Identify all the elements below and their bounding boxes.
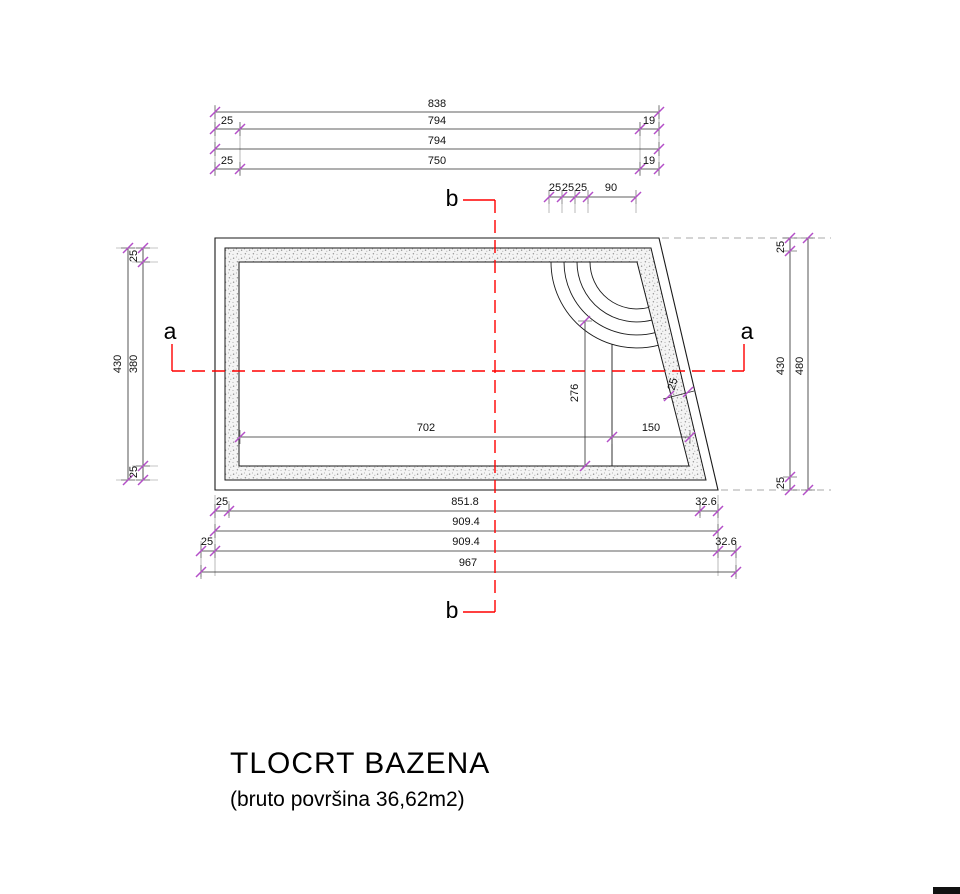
title-block: TLOCRT BAZENA (bruto površina 36,62m2) [230,747,490,811]
dim-label-967: 967 [459,557,477,569]
dim-left-group: 430 25 380 25 [112,242,158,486]
dim-top-row4: 25 750 19 [209,155,665,177]
section-line-b: b b [446,185,496,623]
dim-top-group: 838 25 794 19 794 25 750 [209,98,665,177]
dim-label-25: 25 [221,155,233,167]
dim-label-90: 90 [605,182,617,194]
dim-label-430: 430 [112,355,124,373]
section-line-a: a a [164,318,754,372]
dim-label-480: 480 [794,357,806,375]
dim-label-25: 25 [216,496,228,508]
dim-bottom-row2: 909.4 [209,516,724,539]
dim-left-inner: 25 380 25 [128,242,151,486]
dim-label-25: 25 [221,115,233,127]
dim-label-25: 25 [201,536,213,548]
corner-mark [933,887,960,894]
dim-pool-width: 702 150 [234,422,696,445]
dim-bottom-group: 25 851.8 32.6 909.4 25 909.4 32.6 [195,495,742,580]
dim-label-150: 150 [642,422,660,434]
dim-left-outer: 430 [112,242,136,486]
section-label-b-top: b [446,185,459,211]
dim-label-32.6: 32.6 [715,536,736,548]
pool-structure [214,237,719,491]
pool-outer-boundary [214,237,719,491]
dim-label-430: 430 [775,357,787,375]
dim-bottom-row4: 967 [195,557,742,580]
dim-label-25: 25 [775,477,787,489]
dim-wall-thickness: 25 [662,377,695,402]
dim-right-inner: 25 430 25 [775,232,798,496]
dim-label-step-25: 25 [575,182,587,194]
dim-label-794-inner: 794 [428,135,446,147]
dim-label-380: 380 [128,355,140,373]
dim-right-group: 25 430 25 480 [775,232,816,496]
dim-label-32.6: 32.6 [695,496,716,508]
dim-right-outer: 480 [794,232,816,496]
dim-bottom-row1: 25 851.8 32.6 [209,496,724,519]
dim-label-25: 25 [775,241,787,253]
section-label-a-right: a [741,318,754,344]
dim-label-750: 750 [428,155,446,167]
section-label-b-bottom: b [446,597,459,623]
dim-label-25: 25 [128,250,140,262]
dim-pool-depth: 276 [569,315,593,472]
dim-label-702: 702 [417,422,435,434]
dim-label-909.4: 909.4 [452,536,480,548]
pool-wall-hatch [224,247,707,481]
dim-top-row3: 794 [209,135,665,157]
dim-label-step-25: 25 [562,182,574,194]
drawing-title: TLOCRT BAZENA [230,747,490,780]
dim-label-838: 838 [428,98,446,110]
dim-label-25: 25 [128,466,140,478]
stair-arcs [550,261,659,349]
dim-label-wall-25: 25 [666,377,681,392]
dim-label-851.8: 851.8 [451,496,479,508]
dim-label-19: 19 [643,155,655,167]
dim-label-19: 19 [643,115,655,127]
dim-top-row1: 838 [209,98,665,120]
dim-bottom-row3: 25 909.4 32.6 [195,536,742,559]
dim-label-276: 276 [569,384,581,402]
section-label-a-left: a [164,318,177,344]
dim-interior-group: 702 150 276 25 [234,315,696,472]
dim-label-909.4: 909.4 [452,516,480,528]
dim-stairs-group: 25 25 25 90 [543,182,642,213]
dim-extension-lines [548,199,637,213]
dim-label-step-25: 25 [549,182,561,194]
dim-top-row2: 25 794 19 [209,115,665,137]
dim-label-794: 794 [428,115,446,127]
drawing-subtitle: (bruto površina 36,62m2) [230,788,465,811]
